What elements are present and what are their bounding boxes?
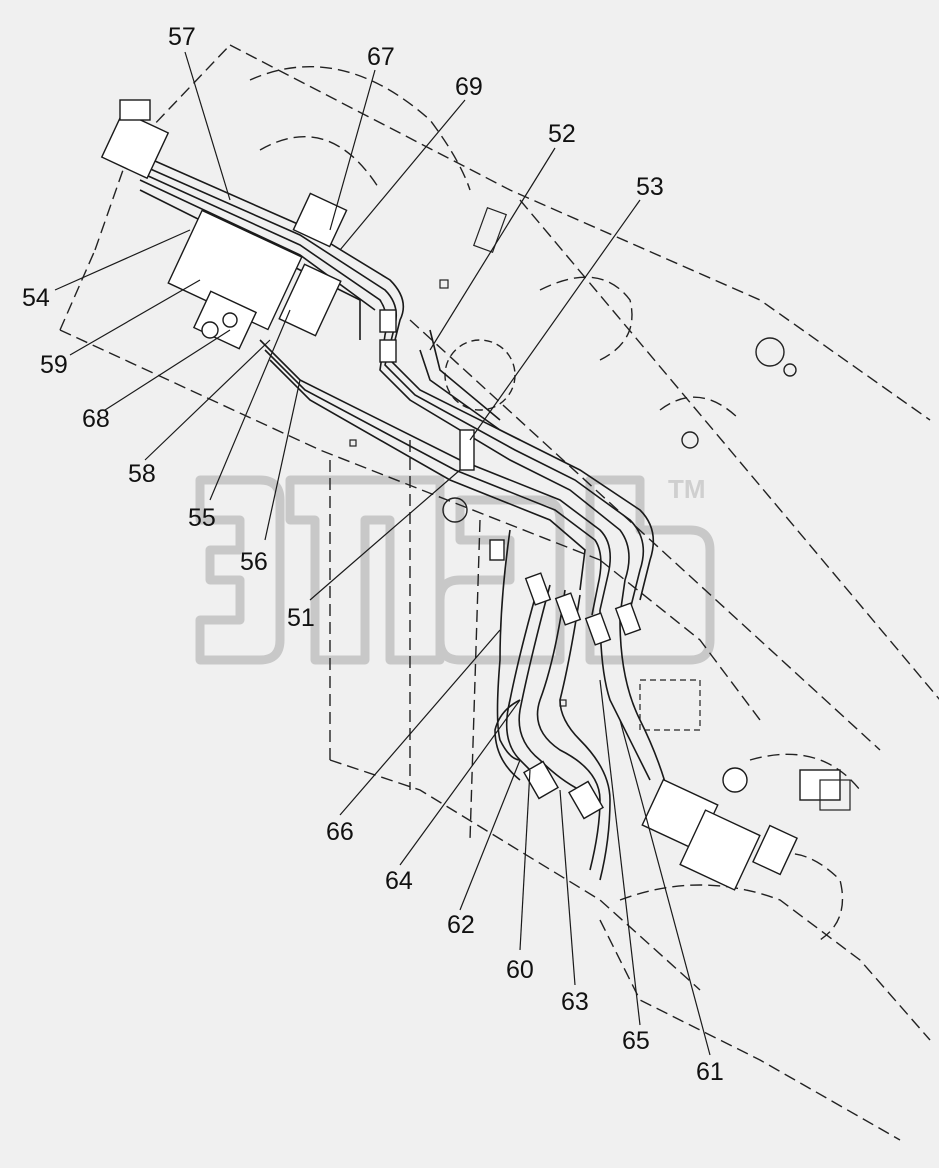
callout-53: 53 — [636, 173, 664, 201]
callout-56: 56 — [240, 548, 268, 576]
leader-lines — [54, 51, 711, 1056]
callout-62: 62 — [447, 911, 475, 939]
frame-circles — [442, 337, 797, 523]
callout-59: 59 — [40, 351, 68, 379]
callout-66: 66 — [326, 818, 354, 846]
frame-outline — [59, 44, 939, 1141]
callout-67: 67 — [367, 43, 395, 71]
hose-fittings — [379, 309, 642, 820]
flex-hoses — [494, 529, 671, 881]
upper-valve-block — [100, 99, 348, 350]
callout-63: 63 — [561, 988, 589, 1016]
watermark-logo — [195, 475, 715, 665]
callout-54: 54 — [22, 284, 50, 312]
callout-57: 57 — [168, 23, 196, 51]
callout-61: 61 — [696, 1058, 724, 1086]
callout-58: 58 — [128, 460, 156, 488]
callout-51: 51 — [287, 604, 315, 632]
callout-65: 65 — [622, 1027, 650, 1055]
callout-69: 69 — [455, 73, 483, 101]
callout-55: 55 — [188, 504, 216, 532]
callout-64: 64 — [385, 867, 413, 895]
callout-60: 60 — [506, 956, 534, 984]
callout-52: 52 — [548, 120, 576, 148]
watermark-trademark: TM — [668, 474, 706, 504]
frame-brackets — [349, 207, 851, 811]
callout-68: 68 — [82, 405, 110, 433]
lower-valve-block — [641, 767, 841, 891]
